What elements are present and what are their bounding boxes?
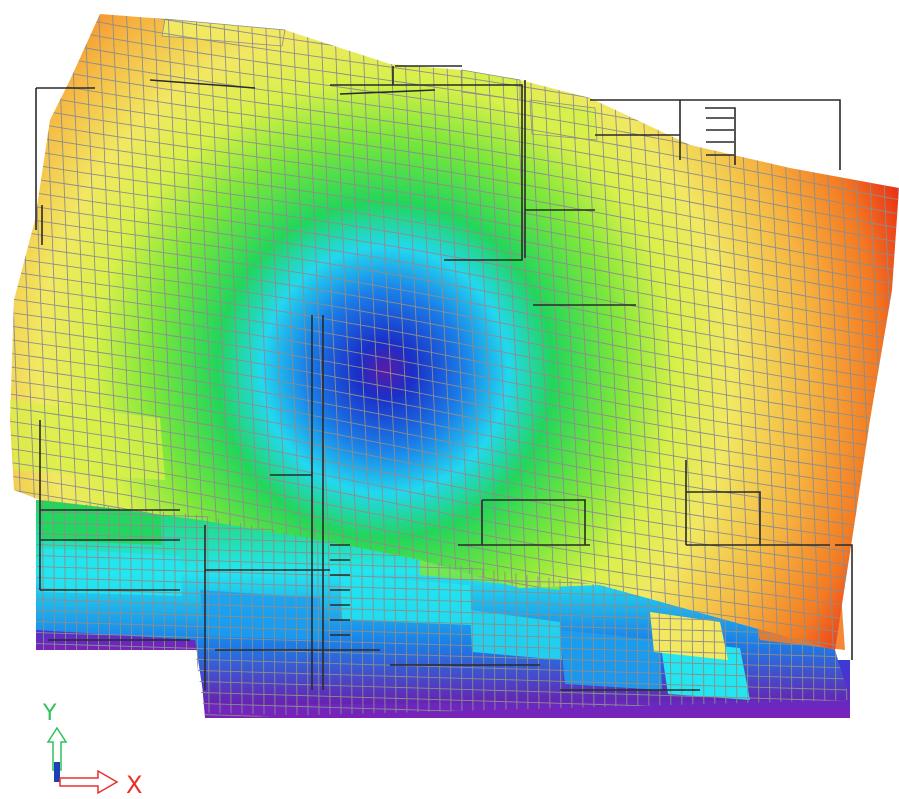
mesh-line <box>591 14 630 650</box>
mesh-line <box>10 400 899 566</box>
mesh-line <box>10 427 899 593</box>
mesh-line <box>382 14 421 650</box>
x-axis-arrow <box>59 769 119 795</box>
mesh-line <box>466 14 504 650</box>
axis-triad: Y X <box>42 701 142 799</box>
mesh-line <box>87 14 125 642</box>
mesh-line <box>452 14 490 650</box>
mesh-line <box>10 222 899 388</box>
mesh-line <box>884 14 899 650</box>
z-axis-marker <box>54 762 60 782</box>
mesh-line <box>10 194 899 361</box>
mesh-line <box>10 440 899 607</box>
mesh-line <box>340 14 379 650</box>
mesh-line <box>10 14 27 623</box>
mesh-line <box>59 14 97 636</box>
mesh-line <box>10 166 899 334</box>
mesh-line <box>10 332 899 497</box>
mesh-line <box>10 38 899 208</box>
mesh-line <box>10 81 899 250</box>
mesh-line <box>228 14 266 650</box>
mesh-line <box>10 304 899 470</box>
mesh-line <box>45 14 83 634</box>
mesh-line <box>10 208 899 375</box>
mesh-line <box>185 14 224 650</box>
mesh-line <box>10 14 13 621</box>
mesh-line <box>10 180 899 347</box>
mesh-line <box>312 14 350 650</box>
mesh-line <box>577 14 616 650</box>
mesh-line <box>10 152 899 320</box>
mesh-line <box>424 14 463 650</box>
mesh-line <box>10 386 899 552</box>
mesh-line <box>549 14 588 650</box>
mesh-line <box>326 14 365 650</box>
mesh-line <box>10 318 899 484</box>
mesh-line <box>242 14 280 650</box>
undeformed-outline <box>35 65 853 691</box>
mesh-line <box>878 493 880 733</box>
mesh-line <box>31 467 33 707</box>
mesh-line <box>535 14 574 650</box>
mesh-line <box>438 14 476 650</box>
mesh-line <box>354 14 393 650</box>
mesh-line <box>214 14 252 650</box>
mesh-line <box>619 14 657 650</box>
y-axis-label: Y <box>42 701 57 726</box>
mesh-line <box>10 413 899 579</box>
mesh-line <box>10 235 899 402</box>
mesh-line <box>30 14 69 631</box>
mesh-line <box>157 14 196 650</box>
mesh-line <box>101 14 139 644</box>
mesh-line <box>410 14 449 650</box>
mesh-line <box>494 14 532 650</box>
mesh-line <box>480 14 518 650</box>
mesh-line <box>129 14 167 650</box>
mesh-line <box>270 14 308 650</box>
mesh-line <box>605 14 643 650</box>
x-axis-label: X <box>126 771 142 799</box>
mesh-line <box>20 467 22 707</box>
mesh-line <box>284 14 322 650</box>
mesh-line <box>867 493 869 733</box>
mesh-line <box>143 14 182 650</box>
mesh-line <box>10 109 899 278</box>
mesh-line <box>10 291 899 456</box>
mesh-line <box>10 345 899 511</box>
mesh-line <box>115 14 153 647</box>
mesh-line <box>10 454 899 621</box>
mesh-line <box>368 14 407 650</box>
mesh-line <box>0 0 899 7</box>
mesh-line <box>10 95 899 264</box>
mesh-line <box>563 14 602 650</box>
mesh-line <box>256 14 294 650</box>
mesh-line <box>298 14 336 650</box>
mesh-line <box>10 123 899 292</box>
mesh-line <box>200 14 238 650</box>
mesh-line <box>521 14 560 650</box>
mesh-line <box>508 14 546 650</box>
mesh-line <box>856 492 858 732</box>
mesh-line <box>396 14 435 650</box>
mesh-line <box>73 14 111 639</box>
mesh-line <box>171 14 210 650</box>
mesh-line <box>10 249 899 416</box>
